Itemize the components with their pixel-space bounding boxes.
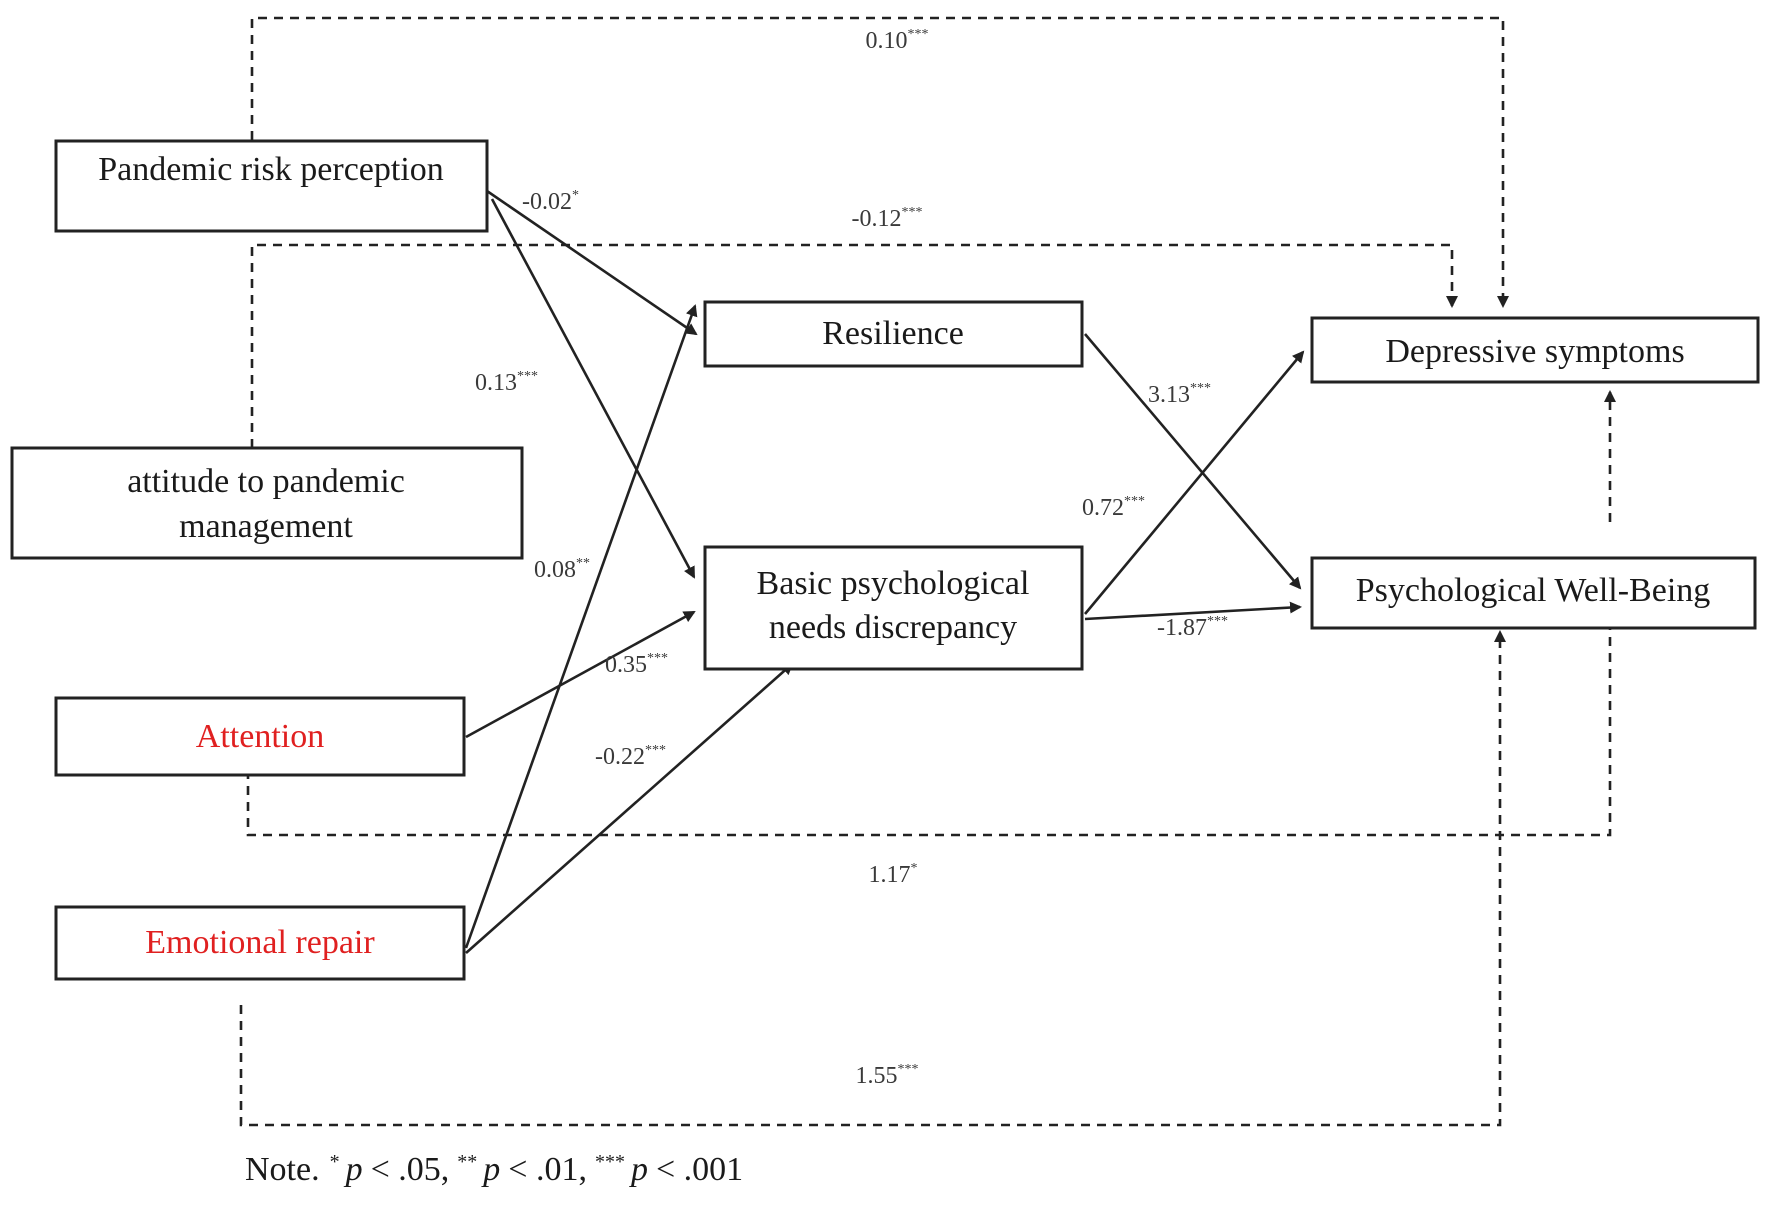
node-attitude: attitude to pandemic management bbox=[10, 446, 524, 560]
note: Note.*p< .05,**p< .01,***p< .001 bbox=[245, 1151, 743, 1188]
node-bpnd-label-line1: Basic psychological bbox=[757, 565, 1030, 602]
path-risk-to-resilience bbox=[486, 189, 698, 336]
node-resilience: Resilience bbox=[703, 300, 1084, 368]
path-bpnd-to-depressive bbox=[1084, 350, 1305, 615]
node-pandemic-risk: Pandemic risk perception bbox=[54, 139, 489, 233]
node-attitude-label-line2: management bbox=[179, 508, 353, 545]
node-bpnd: Basic psychological needs discrepancy bbox=[703, 545, 1084, 671]
node-depressive: Depressive symptoms bbox=[1310, 316, 1760, 384]
node-bpnd-label-line2: needs discrepancy bbox=[769, 609, 1017, 646]
note-prefix: Note. bbox=[245, 1151, 320, 1188]
coef-attitude-to-depressive: -0.12*** bbox=[852, 205, 923, 232]
node-resilience-label: Resilience bbox=[822, 315, 964, 352]
coef-attention-to-depressive: 1.17* bbox=[869, 861, 918, 888]
coef-risk-to-depressive: 0.10*** bbox=[866, 27, 929, 54]
coef-bpnd-to-pwb: -1.87*** bbox=[1157, 614, 1228, 641]
coef-attention-to-bpnd: 0.35*** bbox=[605, 651, 668, 678]
path-emotional-to-bpnd bbox=[465, 662, 794, 954]
path-emotional-to-resilience bbox=[464, 304, 698, 949]
node-pwb: Psychological Well-Being bbox=[1310, 556, 1757, 630]
path-attention-to-depressive bbox=[246, 622, 1612, 837]
path-attitude-to-depressive bbox=[250, 243, 1458, 448]
path-resilience-to-pwb bbox=[1084, 333, 1302, 590]
path-attention-to-bpnd bbox=[465, 610, 696, 739]
node-depressive-label: Depressive symptoms bbox=[1385, 333, 1684, 370]
coef-risk-to-resilience: -0.02* bbox=[522, 188, 579, 215]
node-pandemic-risk-label: Pandemic risk perception bbox=[98, 151, 444, 188]
node-pwb-label: Psychological Well-Being bbox=[1356, 572, 1711, 609]
coef-emotional-to-resilience: 0.08** bbox=[534, 556, 590, 583]
coef-risk-to-bpnd: 0.13*** bbox=[475, 369, 538, 396]
path-bpnd-to-pwb bbox=[1084, 601, 1302, 621]
path-risk-to-bpnd bbox=[490, 198, 696, 579]
node-attention-label: Attention bbox=[196, 718, 324, 755]
node-attitude-label-line1: attitude to pandemic bbox=[127, 463, 405, 500]
node-emotional-repair-label: Emotional repair bbox=[145, 924, 375, 961]
coef-emotional-to-bpnd: -0.22*** bbox=[595, 743, 666, 770]
coef-bpnd-to-depressive: 0.72*** bbox=[1082, 494, 1145, 521]
node-emotional-repair: Emotional repair bbox=[54, 905, 466, 981]
coef-emotional-to-pwb: 1.55*** bbox=[856, 1062, 919, 1089]
coef-resilience-to-pwb: 3.13*** bbox=[1148, 381, 1211, 408]
node-attention: Attention bbox=[54, 696, 466, 777]
